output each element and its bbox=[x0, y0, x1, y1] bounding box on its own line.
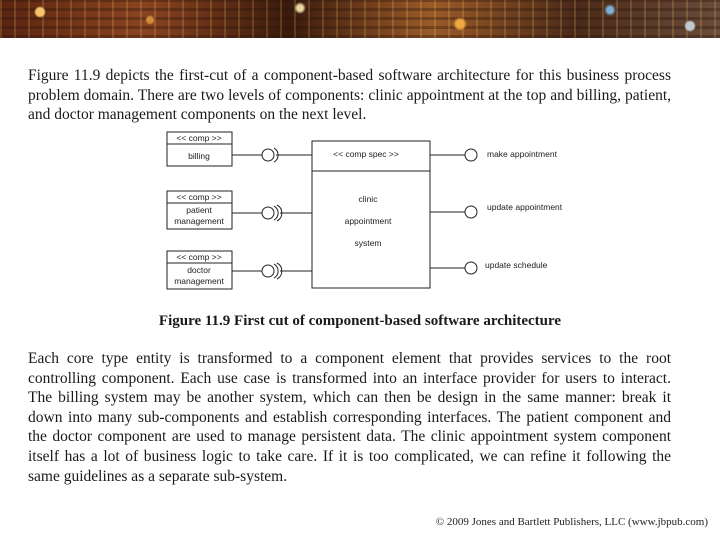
main-stereotype: << comp spec >> bbox=[333, 149, 399, 159]
figure-caption: Figure 11.9 First cut of component-based… bbox=[158, 313, 562, 329]
patient-stereotype: << comp >> bbox=[176, 192, 221, 202]
billing-label: billing bbox=[188, 151, 210, 161]
doctor-label-line2: management bbox=[174, 276, 224, 286]
body-paragraph: Each core type entity is transformed to … bbox=[28, 350, 671, 485]
patient-interface-ball bbox=[261, 206, 275, 220]
clinic-appointment-system-box bbox=[311, 140, 431, 289]
doctor-stereotype: << comp >> bbox=[176, 252, 221, 262]
update-appointment-interface-icon bbox=[464, 205, 478, 219]
copyright-footer: © 2009 Jones and Bartlett Publishers, LL… bbox=[435, 516, 708, 528]
main-label-line3: system bbox=[355, 238, 382, 248]
update-appointment-label: update appointment bbox=[487, 202, 563, 212]
make-appointment-label: make appointment bbox=[487, 149, 558, 159]
update-schedule-label: update schedule bbox=[485, 260, 548, 270]
patient-label-line2: management bbox=[174, 216, 224, 226]
patient-label-line1: patient bbox=[186, 205, 212, 215]
patient-management-component-box bbox=[166, 190, 233, 230]
billing-stereotype: << comp >> bbox=[176, 133, 221, 143]
intro-paragraph: Figure 11.9 depicts the first-cut of a c… bbox=[28, 67, 671, 124]
decorative-circuit-banner bbox=[0, 0, 720, 38]
main-label-line1: clinic bbox=[359, 194, 379, 204]
doctor-interface-ball bbox=[261, 264, 275, 278]
update-schedule-interface-icon bbox=[464, 261, 478, 275]
make-appointment-interface-icon bbox=[464, 148, 478, 162]
billing-interface-ball bbox=[261, 148, 275, 162]
component-diagram: << comp >> billing << comp >> patient ma… bbox=[166, 131, 563, 290]
doctor-management-component-box bbox=[166, 250, 233, 290]
billing-component-box bbox=[166, 131, 233, 167]
doctor-label-line1: doctor bbox=[187, 265, 211, 275]
main-label-line2: appointment bbox=[345, 216, 392, 226]
